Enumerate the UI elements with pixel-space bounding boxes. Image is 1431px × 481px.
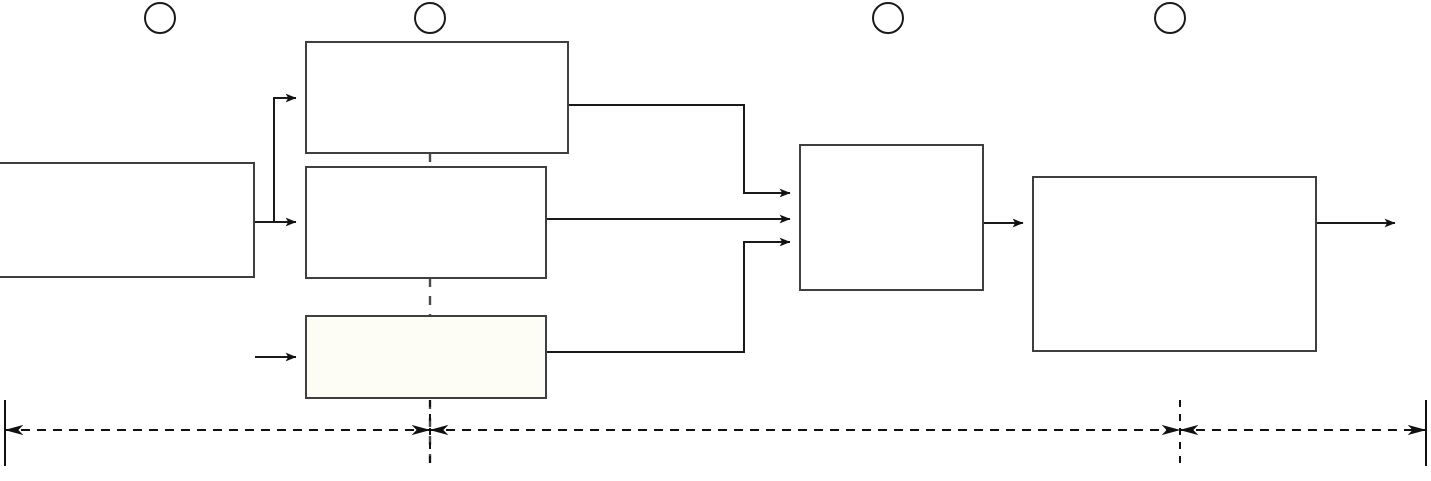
block-5[interactable]	[799, 144, 984, 291]
dimension-chain-layer	[4, 400, 1427, 466]
block-layer	[0, 41, 1317, 399]
block-6[interactable]	[1032, 176, 1317, 352]
callout-layer	[144, 2, 1186, 34]
block-2-outline	[305, 41, 569, 154]
block-4[interactable]	[305, 315, 547, 399]
block-5-outline	[799, 144, 984, 291]
block-6-outline	[1032, 176, 1317, 352]
connector-layer	[254, 93, 1396, 362]
callout-3-circle-icon	[872, 2, 904, 34]
block-1-outline	[0, 162, 255, 278]
conn-b2-to-b5	[568, 104, 791, 198]
callout-1[interactable]	[144, 2, 176, 34]
conn-b4-to-b5	[546, 237, 791, 353]
block-1[interactable]	[0, 162, 255, 278]
conn-branch-up	[273, 93, 297, 222]
block-2[interactable]	[305, 41, 569, 154]
callout-4-circle-icon	[1154, 2, 1186, 34]
callout-1-circle-icon	[144, 2, 176, 34]
callout-3[interactable]	[872, 2, 904, 34]
block-3-outline	[305, 166, 547, 279]
block-4-outline	[305, 315, 547, 399]
callout-2-circle-icon	[414, 2, 446, 34]
block-3[interactable]	[305, 166, 547, 279]
callout-4[interactable]	[1154, 2, 1186, 34]
callout-2[interactable]	[414, 2, 446, 34]
